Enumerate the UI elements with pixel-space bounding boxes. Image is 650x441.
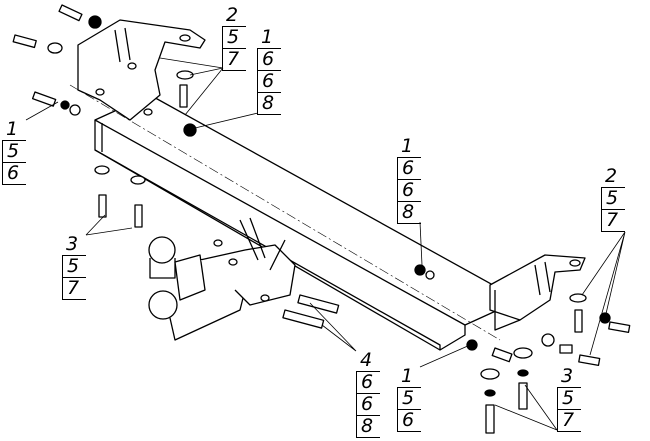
callout-label: 5 xyxy=(397,388,421,410)
callout-label: 6 xyxy=(257,49,281,71)
callout-label: 1 xyxy=(2,119,26,141)
callout-label: 8 xyxy=(356,416,380,438)
callout-label: 6 xyxy=(397,158,421,180)
left-bracket xyxy=(77,19,206,121)
callout-label: 1 xyxy=(397,366,421,388)
callout-mid: 1 6 6 8 xyxy=(397,136,421,224)
callout-label: 6 xyxy=(397,410,421,432)
callout-label: 7 xyxy=(601,210,625,232)
callout-label: 7 xyxy=(222,49,246,71)
callout-bottom-a: 4 6 6 8 xyxy=(356,350,380,438)
callout-right: 2 5 7 xyxy=(601,166,625,232)
callout-label: 2 xyxy=(601,166,625,188)
callout-label: 1 xyxy=(397,136,421,158)
callout-label: 7 xyxy=(557,410,581,432)
callout-label: 5 xyxy=(2,141,26,163)
callout-bottom-c: 3 5 7 xyxy=(557,366,581,432)
fasteners xyxy=(12,4,631,434)
callout-label: 2 xyxy=(222,5,246,27)
right-bracket xyxy=(489,254,586,331)
callout-label: 8 xyxy=(257,93,281,115)
callout-bottom-b: 1 5 6 xyxy=(397,366,421,432)
callout-label: 7 xyxy=(62,278,86,300)
callout-top-mid: 2 5 7 xyxy=(222,5,246,71)
callout-label: 5 xyxy=(601,188,625,210)
callout-label: 6 xyxy=(257,71,281,93)
callout-left-low: 3 5 7 xyxy=(62,234,86,300)
callout-left: 1 5 6 xyxy=(2,119,26,185)
callout-label: 1 xyxy=(257,27,281,49)
callout-label: 4 xyxy=(356,350,380,372)
callout-label: 6 xyxy=(2,163,26,185)
callout-label: 5 xyxy=(62,256,86,278)
leader-lines xyxy=(25,57,626,431)
callout-top-right: 1 6 6 8 xyxy=(257,27,281,115)
callout-label: 5 xyxy=(557,388,581,410)
callout-label: 6 xyxy=(397,180,421,202)
callout-label: 6 xyxy=(356,394,380,416)
callout-label: 6 xyxy=(356,372,380,394)
callout-label: 3 xyxy=(557,366,581,388)
callout-label: 8 xyxy=(397,202,421,224)
callout-label: 3 xyxy=(62,234,86,256)
tow-ball-assembly xyxy=(148,217,296,341)
callout-label: 5 xyxy=(222,27,246,49)
